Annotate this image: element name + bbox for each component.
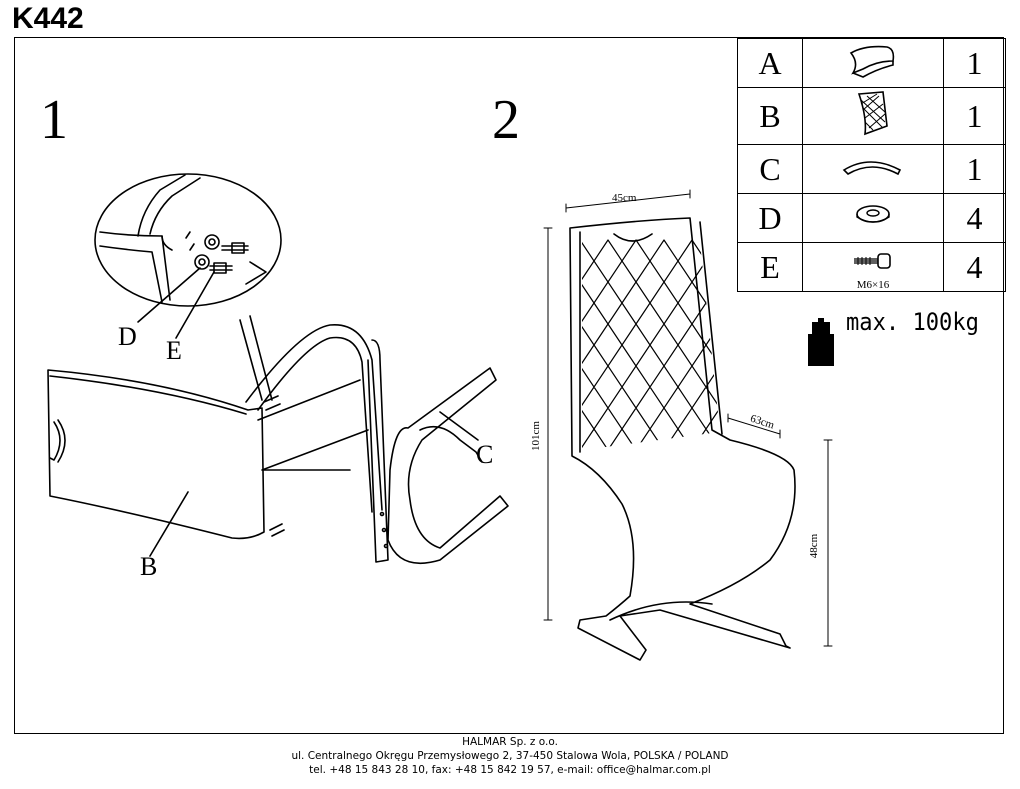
step-1-number: 1 xyxy=(40,89,68,151)
callout-e: E xyxy=(166,336,182,365)
part-qty: 4 xyxy=(943,242,1006,292)
quilt-lines xyxy=(582,239,720,450)
dim-seat-height: 48cm xyxy=(808,533,821,559)
product-code: K442 xyxy=(12,2,84,35)
footer-company: HALMAR Sp. z o.o. xyxy=(462,736,558,748)
part-letter: C xyxy=(737,144,803,194)
zoom-bolt-e1 xyxy=(221,242,249,254)
zoom-washer-d2 xyxy=(194,254,210,270)
parts-row-c: C 1 xyxy=(737,144,1006,194)
part-qty: 1 xyxy=(943,144,1006,194)
quilted-backrest-icon xyxy=(857,91,888,136)
part-letter: B xyxy=(737,87,803,145)
step-2-number: 2 xyxy=(492,89,520,151)
footer-address: ul. Centralnego Okręgu Przemysłowego 2, … xyxy=(291,750,729,762)
callout-b: B xyxy=(140,552,158,581)
callout-d: D xyxy=(118,322,137,351)
assembled-chair xyxy=(543,189,833,661)
zoom-detail xyxy=(94,173,282,401)
hex-key-icon xyxy=(245,261,267,285)
max-load: max. 100kg xyxy=(846,308,979,336)
zoom-bolt-e2 xyxy=(209,262,233,274)
part-letter: A xyxy=(737,38,803,88)
dim-height: 101cm xyxy=(529,421,542,451)
part-letter: E xyxy=(737,242,803,292)
footer-contact: tel. +48 15 843 28 10, fax: +48 15 842 1… xyxy=(309,764,711,776)
parts-row-d: D 4 xyxy=(737,193,1006,243)
weight-icon xyxy=(808,318,834,366)
part-qty: 1 xyxy=(943,87,1006,145)
dim-width: 45cm xyxy=(612,192,637,204)
parts-row-a: A 1 xyxy=(737,38,1006,88)
part-letter: D xyxy=(737,193,803,243)
parts-row-e: E M6×16 4 xyxy=(737,242,1006,292)
zoom-washer-d1 xyxy=(204,234,220,250)
part-qty: 1 xyxy=(943,38,1006,88)
drawing-frame xyxy=(14,37,1004,734)
bolt-size-label: M6×16 xyxy=(856,279,890,291)
callout-c: C xyxy=(476,440,494,469)
bolt-icon xyxy=(854,253,891,269)
seat-cushion-icon xyxy=(849,45,895,78)
exploded-chair xyxy=(47,324,509,564)
curved-bar-icon xyxy=(842,161,902,176)
parts-row-b: B 1 xyxy=(737,87,1006,145)
parts-table: A 1 B 1 C 1 D xyxy=(737,38,1006,292)
washer-icon xyxy=(856,205,890,223)
quilted-pattern xyxy=(582,239,720,450)
part-qty: 4 xyxy=(943,193,1006,243)
